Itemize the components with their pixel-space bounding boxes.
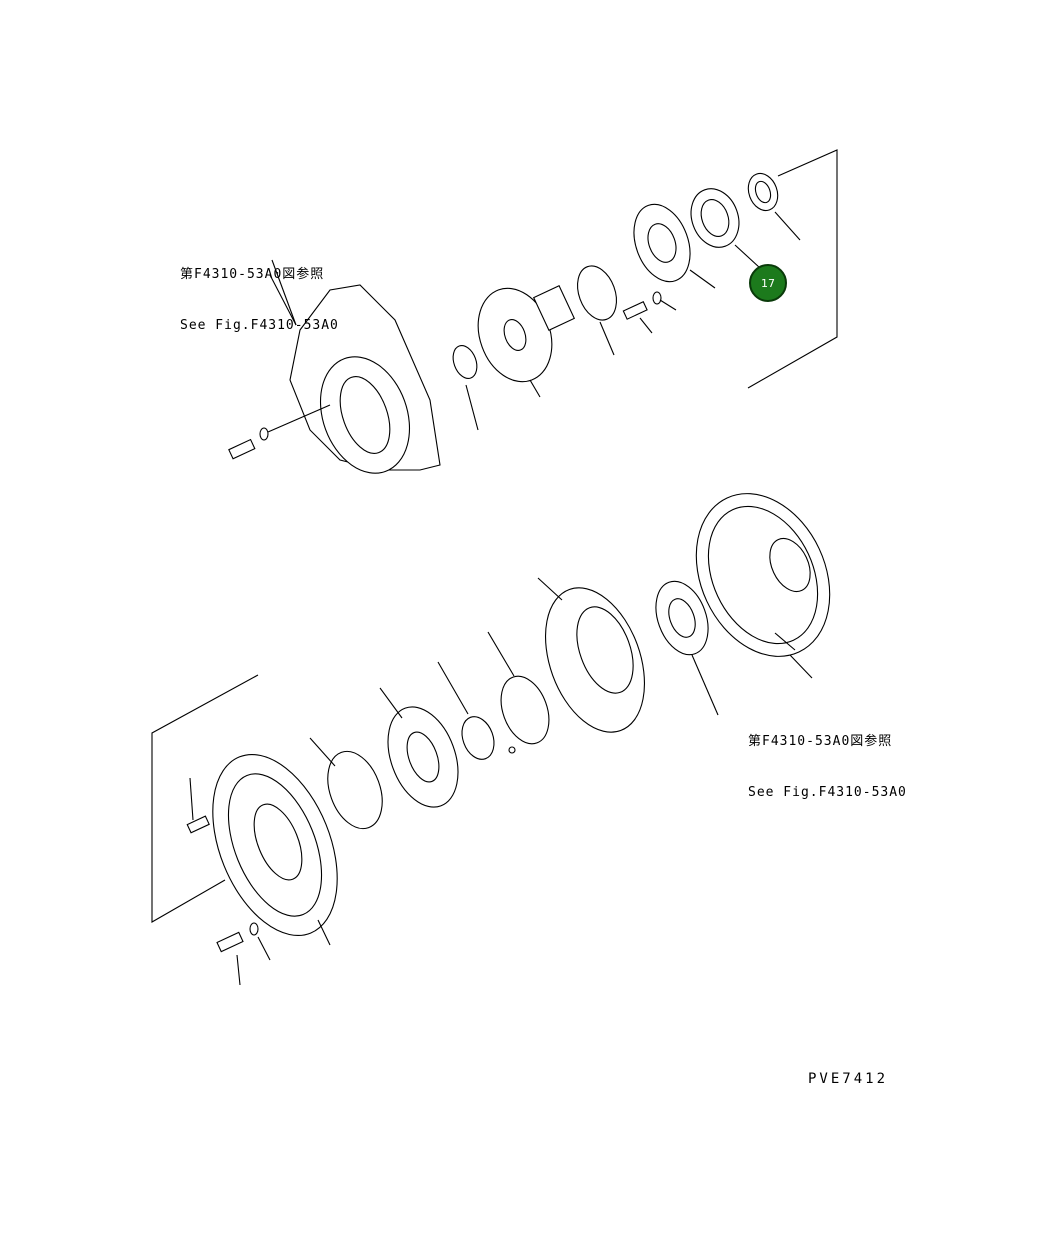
figure-code: PVE7412: [808, 1071, 889, 1087]
bolt-washer: [622, 291, 677, 334]
bearing: [690, 188, 761, 269]
reference-arrow: [789, 654, 813, 679]
upper-group-bracket: [747, 149, 838, 389]
reference-line-jp: 第F4310-53A0図参照: [180, 267, 325, 282]
part-callout-badge[interactable]: 17: [749, 264, 787, 302]
housing-part: [271, 259, 441, 474]
clutch-plate: [309, 737, 383, 830]
reference-line-en: See Fig.F4310-53A0: [180, 318, 339, 333]
retaining-ring: [437, 661, 495, 760]
plate-bolts: [186, 777, 271, 986]
drive-case: [695, 493, 831, 657]
reference-line-en: See Fig.F4310-53A0: [748, 785, 907, 800]
gear-plate: [633, 203, 716, 289]
stator: [655, 580, 719, 716]
one-way-clutch: [379, 687, 459, 808]
seal-ring: [452, 345, 479, 431]
spacer-ring: [487, 631, 550, 754]
reference-line-jp: 第F4310-53A0図参照: [748, 734, 893, 749]
lower-group-bracket: [151, 674, 259, 923]
reference-note: 第F4310-53A0図参照 See Fig.F4310-53A0: [180, 232, 339, 351]
reference-note: 第F4310-53A0図参照 See Fig.F4310-53A0: [748, 699, 907, 818]
housing-bolt: [228, 404, 331, 460]
stator-shaft: [477, 285, 576, 398]
drive-plate: [212, 753, 338, 946]
snap-ring: [577, 265, 617, 356]
reference-arrow: [269, 274, 297, 326]
nut: [747, 172, 801, 241]
turbine: [537, 577, 646, 733]
